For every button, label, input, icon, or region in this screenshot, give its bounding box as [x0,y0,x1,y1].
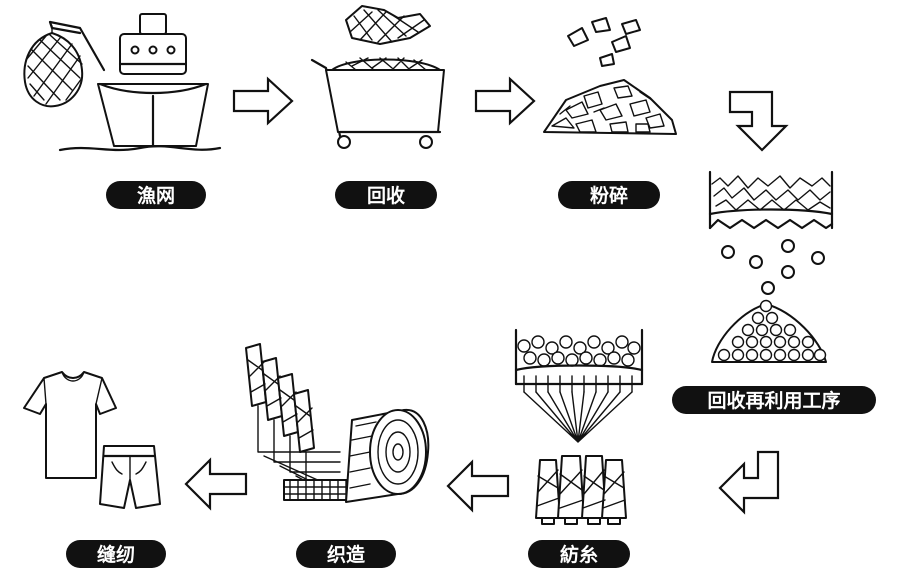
svg-text:织造: 织造 [327,543,366,566]
arrow-left-icon [184,457,248,511]
spinning-spools-icon [514,328,644,525]
label-spinning: 紡糸 [528,540,630,568]
arrow-right-icon [232,76,294,126]
arrow-left-icon [446,459,510,513]
arrow-turn-left-icon [718,450,780,515]
loom-fabric-roll-icon [245,343,430,503]
label-reprocess: 回收再利用工序 [672,386,876,414]
label-recycle: 回收 [335,181,437,209]
arrow-right-icon [474,76,536,126]
svg-text:缝纫: 缝纫 [97,543,135,566]
label-weaving: 织造 [296,540,396,568]
svg-text:回收再利用工序: 回收再利用工序 [707,389,840,412]
svg-text:粉碎: 粉碎 [590,184,628,207]
svg-text:回收: 回收 [367,184,405,207]
label-crush: 粉碎 [558,181,660,209]
recycle-cart-icon [310,5,445,149]
pellet-hopper-icon [708,170,834,363]
clothing-icon [23,371,161,509]
svg-text:紡糸: 紡糸 [560,543,598,566]
ship-with-net-icon [23,13,222,152]
label-sewing: 缝纫 [66,540,166,568]
arrow-turn-down-icon [728,90,789,152]
label-fishing-net: 漁网 [106,181,206,209]
svg-text:漁网: 漁网 [137,184,175,207]
crushed-pieces-icon [543,17,677,135]
